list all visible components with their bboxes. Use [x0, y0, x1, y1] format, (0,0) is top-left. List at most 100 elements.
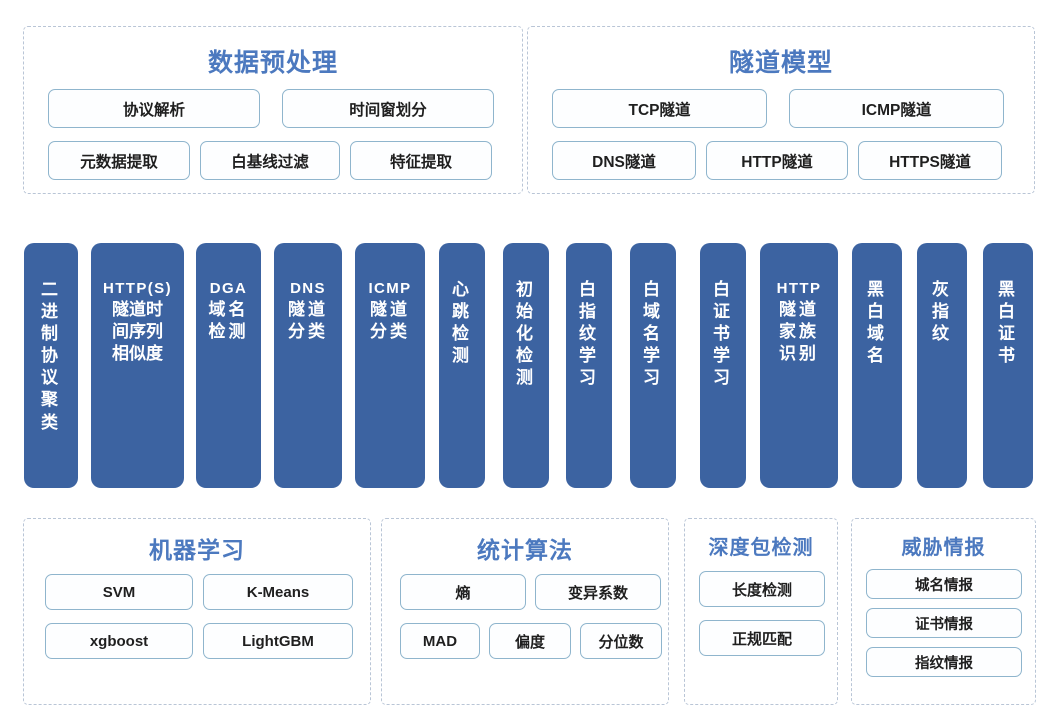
capability-column-line: 检 — [452, 324, 472, 344]
capability-column-white-domain-learning[interactable]: 白域名学习 — [630, 243, 676, 488]
capability-column-gray-fingerprint[interactable]: 灰指纹 — [917, 243, 967, 488]
capability-column-line: 名 — [867, 346, 887, 366]
capability-column-line: 始 — [516, 302, 536, 322]
chip-entropy[interactable]: 熵 — [400, 574, 526, 610]
chip-row: 城名情报 — [866, 569, 1022, 599]
capability-column-line: 学 — [713, 346, 733, 366]
chip-row: MAD 偏度 分位数 — [400, 623, 662, 659]
capability-column-heartbeat-detection[interactable]: 心跳检测 — [439, 243, 485, 488]
capability-column-label: HTTP(S)隧道时间序列相似度 — [103, 279, 172, 365]
capability-column-white-certificate-learning[interactable]: 白证书学习 — [700, 243, 746, 488]
chip-coefficient-of-variation[interactable]: 变异系数 — [535, 574, 661, 610]
capability-column-line: 白 — [713, 280, 733, 299]
capability-column-line: 习 — [643, 368, 663, 388]
capability-column-line: 聚 — [41, 390, 61, 410]
chip-tcp-tunnel[interactable]: TCP隧道 — [552, 89, 767, 128]
chip-protocol-parsing[interactable]: 协议解析 — [48, 89, 260, 128]
chip-dns-tunnel[interactable]: DNS隧道 — [552, 141, 696, 180]
capability-column-label: 白域名学习 — [643, 279, 663, 389]
capability-column-line: 家族 — [778, 321, 819, 341]
capability-column-line: 识别 — [778, 343, 819, 363]
chip-metadata-extraction[interactable]: 元数据提取 — [48, 141, 190, 180]
capability-column-line: 分类 — [369, 321, 410, 341]
capability-column-line: 学 — [579, 346, 599, 366]
capability-column-line: 域名 — [208, 299, 249, 319]
chip-icmp-tunnel[interactable]: ICMP隧道 — [789, 89, 1004, 128]
capability-column-label: 初始化检测 — [516, 279, 536, 389]
capability-column-line: 白 — [579, 280, 599, 299]
chip-length-detection[interactable]: 长度检测 — [699, 571, 825, 607]
chip-white-baseline-filter[interactable]: 白基线过滤 — [200, 141, 340, 180]
chip-mad[interactable]: MAD — [400, 623, 480, 659]
capability-column-line: 书 — [998, 346, 1018, 366]
capability-column-label: 二进制协议聚类 — [41, 279, 61, 434]
chip-https-tunnel[interactable]: HTTPS隧道 — [858, 141, 1002, 180]
capability-column-line: 证 — [998, 324, 1018, 344]
capability-column-line: 化 — [516, 324, 536, 344]
chip-row: 正规匹配 — [699, 620, 825, 656]
capability-column-line: DNS — [290, 280, 326, 297]
capability-column-line: 跳 — [452, 302, 472, 322]
capability-column-label: 白指纹学习 — [579, 279, 599, 389]
capability-column-line: 证 — [713, 302, 733, 322]
capability-column-line: 间序列 — [112, 321, 163, 341]
capability-column-line: 黑 — [998, 280, 1018, 299]
capability-column-label: 白证书学习 — [713, 279, 733, 389]
capability-column-line: 协 — [41, 346, 61, 366]
capability-column-line: 检测 — [208, 321, 249, 341]
capability-column-line: 域 — [867, 324, 887, 344]
chip-lightgbm[interactable]: LightGBM — [203, 623, 353, 659]
panel-tunnel-model: 隧道模型 TCP隧道 ICMP隧道 DNS隧道 HTTP隧道 HTTPS隧道 — [527, 26, 1035, 194]
chip-row: 指纹情报 — [866, 647, 1022, 677]
capability-column-line: 纹 — [579, 324, 599, 344]
chip-feature-extraction[interactable]: 特征提取 — [350, 141, 492, 180]
capability-column-line: 隧道 — [778, 299, 819, 319]
panel-title-statistical-algorithms: 统计算法 — [477, 537, 573, 563]
chip-k-means[interactable]: K-Means — [203, 574, 353, 610]
capability-column-line: 学 — [643, 346, 663, 366]
panel-statistical-algorithms: 统计算法 熵 变异系数 MAD 偏度 分位数 — [381, 518, 669, 705]
capability-column-label: 黑白域名 — [867, 279, 887, 367]
chip-http-tunnel[interactable]: HTTP隧道 — [706, 141, 848, 180]
chip-regex-matching[interactable]: 正规匹配 — [699, 620, 825, 656]
capability-column-line: 类 — [41, 412, 61, 432]
capability-column-line: 二 — [41, 280, 61, 299]
capability-column-line: 测 — [516, 368, 536, 388]
capability-column-initialization-detection[interactable]: 初始化检测 — [503, 243, 549, 488]
capability-column-dga-domain-detection[interactable]: DGA 域名检测 — [196, 243, 261, 488]
chip-time-window-partition[interactable]: 时间窗划分 — [282, 89, 494, 128]
chip-skewness[interactable]: 偏度 — [489, 623, 571, 659]
capability-column-line: 域 — [643, 302, 663, 322]
capability-column-line: 议 — [41, 368, 61, 388]
capability-column-line: DGA — [209, 280, 248, 297]
chip-xgboost[interactable]: xgboost — [45, 623, 193, 659]
chip-svm[interactable]: SVM — [45, 574, 193, 610]
chip-domain-intelligence[interactable]: 城名情报 — [866, 569, 1022, 599]
chip-row: 协议解析 时间窗划分 — [48, 89, 494, 128]
panel-title-data-preprocessing: 数据预处理 — [207, 49, 338, 77]
chip-certificate-intelligence[interactable]: 证书情报 — [866, 608, 1022, 638]
capability-column-white-fingerprint-learning[interactable]: 白指纹学习 — [566, 243, 612, 488]
capability-column-binary-protocol-clustering[interactable]: 二进制协议聚类 — [24, 243, 78, 488]
chip-quantile[interactable]: 分位数 — [580, 623, 662, 659]
capability-column-label: 心跳检测 — [452, 279, 472, 367]
capability-column-line: ICMP — [368, 280, 412, 297]
chip-fingerprint-intelligence[interactable]: 指纹情报 — [866, 647, 1022, 677]
capability-column-https-tunnel-time-series-similarity[interactable]: HTTP(S)隧道时间序列相似度 — [91, 243, 184, 488]
capability-column-line: HTTP(S) — [103, 280, 172, 297]
capability-column-black-white-domain[interactable]: 黑白域名 — [852, 243, 902, 488]
capability-column-line: 纹 — [932, 324, 952, 344]
capability-column-line: 相似度 — [112, 343, 163, 363]
panel-title-threat-intelligence: 威胁情报 — [901, 537, 986, 559]
capability-column-black-white-certificate[interactable]: 黑白证书 — [983, 243, 1033, 488]
capability-column-label: 灰指纹 — [932, 279, 952, 345]
panel-deep-packet-inspection: 深度包检测 长度检测 正规匹配 — [684, 518, 838, 705]
capability-column-label: DGA 域名检测 — [209, 279, 249, 343]
